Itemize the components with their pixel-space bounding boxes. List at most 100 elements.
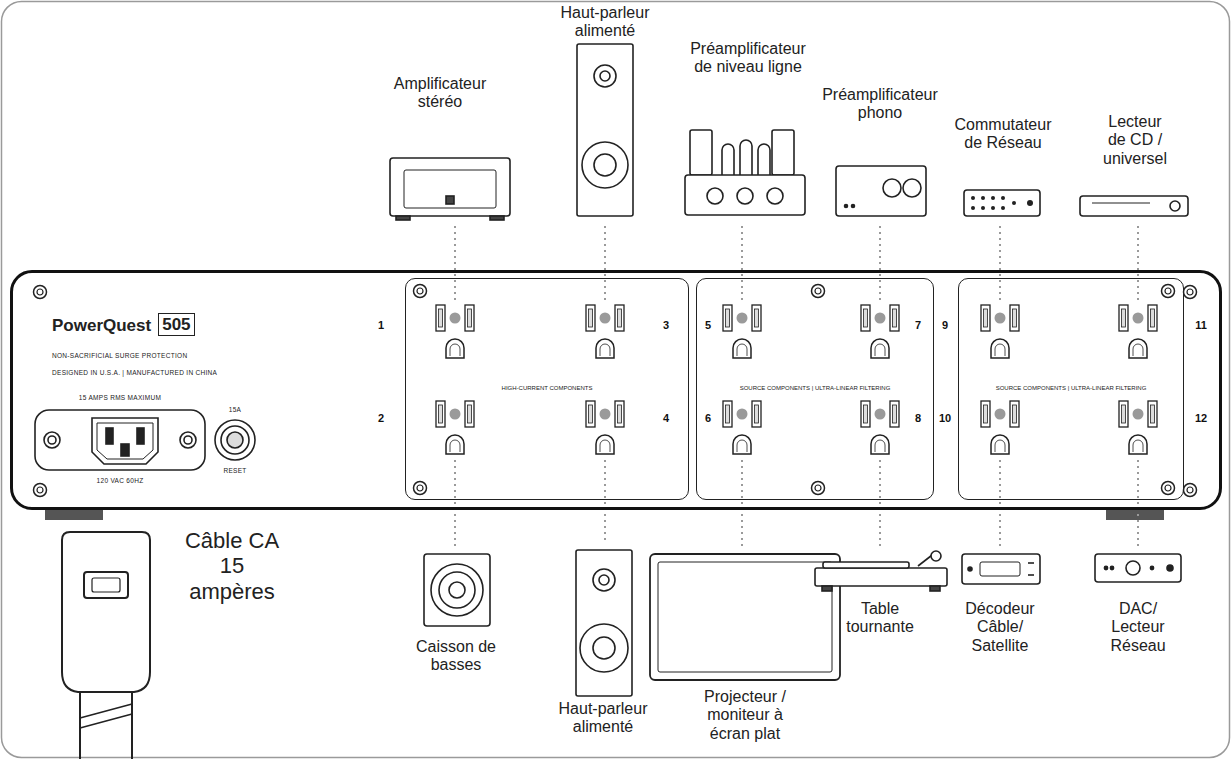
callout-number: 5 [697, 319, 719, 332]
outlet [981, 401, 1019, 454]
powered-speaker [594, 154, 616, 176]
power-inlet [106, 428, 113, 444]
power-inlet [92, 418, 158, 464]
turntable [823, 562, 909, 568]
cable-satellite-decoder [962, 554, 1040, 584]
device-label: DAC/ Lecteur Réseau [1105, 600, 1171, 655]
breaker-label: 15A [205, 406, 265, 413]
cable-satellite-decoder [968, 567, 972, 571]
callout-number: 6 [697, 412, 719, 425]
power-inlet [35, 410, 205, 470]
screw [414, 482, 427, 495]
screw [812, 285, 825, 298]
screw [1184, 484, 1197, 497]
stereo-amplifier [446, 196, 454, 204]
cd-player [1080, 196, 1188, 216]
panel-feet [1106, 510, 1164, 520]
subwoofer [424, 554, 490, 626]
stereo-amplifier [490, 216, 504, 220]
leader-line [741, 460, 743, 548]
callout-number: 9 [934, 319, 956, 332]
outlet [723, 305, 761, 358]
powered-speaker [600, 71, 610, 81]
leader-line [741, 226, 743, 300]
callout-number: 3 [655, 319, 677, 332]
network-switch [981, 196, 985, 200]
stereo-amplifier [404, 170, 496, 208]
outlet [1119, 305, 1157, 358]
cd-player [1080, 196, 1188, 216]
circuit-breaker [215, 420, 255, 460]
callout-number: 8 [907, 412, 929, 425]
dac-network-player [1110, 566, 1113, 569]
network-switch [991, 206, 995, 210]
screw [812, 482, 825, 495]
subwoofer [439, 572, 475, 608]
power-cord [84, 572, 128, 598]
power-inlet [48, 436, 56, 444]
powered-speaker [593, 637, 615, 659]
turntable [930, 586, 940, 591]
tube-preamplifier [685, 175, 805, 215]
power-inlet [184, 436, 192, 444]
leader-line [879, 460, 881, 546]
stereo-amplifier [390, 158, 510, 216]
cd-player [1170, 201, 1180, 211]
circuit-breaker [227, 432, 243, 448]
group-label: SOURCE COMPONENTS | ULTRA-LINEAR FILTERI… [959, 385, 1183, 392]
callout-number: 2 [370, 412, 392, 425]
circuit-breaker [221, 426, 249, 454]
outlet [436, 305, 1157, 454]
screw [1162, 482, 1175, 495]
rating-text: 15 AMPS RMS MAXIMUM [35, 394, 205, 401]
cd-player [1092, 202, 1150, 203]
outlet [436, 305, 474, 358]
network-switch [971, 206, 975, 210]
network-switch [1012, 201, 1016, 205]
outlet-group: SOURCE COMPONENTS | ULTRA-LINEAR FILTERI… [696, 278, 934, 500]
tube-preamplifier [767, 188, 783, 204]
device-label: Préamplificateur phono [815, 86, 945, 123]
tube-preamplifier [740, 140, 752, 175]
outlet-group: SOURCE COMPONENTS | ULTRA-LINEAR FILTERI… [958, 278, 1184, 500]
breaker-label: RESET [205, 467, 265, 474]
leader-line [879, 226, 881, 300]
model-badge: 505 [158, 313, 194, 336]
callout-number: 10 [933, 412, 957, 425]
leader-line [604, 226, 606, 300]
network-switch [991, 196, 995, 200]
cable-satellite-decoder [980, 562, 1020, 576]
outlet [586, 305, 624, 358]
tube-preamplifier [758, 144, 770, 175]
panel-subtitle: DESIGNED IN U.S.A. | MANUFACTURED IN CHI… [52, 369, 217, 377]
cable-satellite-decoder [962, 554, 1040, 584]
flat-panel-display [650, 554, 840, 680]
tube-preamplifier [722, 144, 734, 175]
powered-speaker [576, 550, 632, 696]
flat-panel-display [650, 554, 840, 680]
screw [1184, 286, 1197, 299]
screw [34, 286, 47, 299]
power-cord [92, 578, 120, 592]
outlet [436, 401, 474, 454]
leader-line [604, 460, 606, 544]
subwoofer [424, 554, 490, 626]
powered-speaker [582, 142, 628, 188]
outlet-group: HIGH-CURRENT COMPONENTS [405, 278, 689, 500]
cable-satellite-decoder [1028, 562, 1034, 564]
device-panel: PowerQuestNON-SACRIFICIAL SURGE PROTECTI… [10, 270, 1222, 510]
phono-preamplifier [845, 205, 848, 208]
network-switch [1001, 196, 1005, 200]
tube-preamplifier [690, 130, 712, 175]
callout-number: 12 [1189, 412, 1213, 425]
powered-speaker [593, 569, 615, 591]
callout-number: 11 [1189, 319, 1213, 332]
outlet [586, 401, 624, 454]
device-label: Préamplificateur de niveau ligne [683, 40, 813, 77]
subwoofer [431, 564, 483, 616]
network-switch [1027, 200, 1033, 206]
callout-number: 7 [907, 319, 929, 332]
callout-number: 4 [655, 412, 677, 425]
power-inlet [44, 432, 60, 448]
